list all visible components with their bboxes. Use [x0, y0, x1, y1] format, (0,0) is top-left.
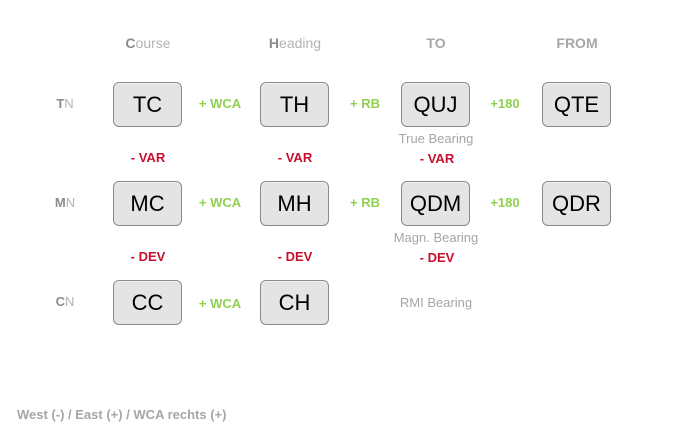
box-th: TH [260, 82, 329, 127]
row-label-cn: CN [55, 294, 75, 309]
box-quj: QUJ [401, 82, 470, 127]
op-dev-heading: - DEV [277, 249, 313, 264]
op-180-tn: +180 [490, 96, 520, 111]
op-var-course: - VAR [130, 150, 166, 165]
row-label-tn: TN [56, 96, 74, 111]
op-var-heading: - VAR [277, 150, 313, 165]
header-to: TO [426, 35, 446, 51]
op-wca-cn: + WCA [198, 296, 242, 311]
op-dev-to: - DEV [419, 250, 455, 265]
caption-magn-bearing: Magn. Bearing [393, 230, 479, 245]
row-label-mn: MN [54, 195, 76, 210]
op-wca-mn: + WCA [198, 195, 242, 210]
header-course: Course [125, 35, 171, 51]
box-qdr: QDR [542, 181, 611, 226]
box-qte: QTE [542, 82, 611, 127]
op-dev-course: - DEV [130, 249, 166, 264]
box-tc: TC [113, 82, 182, 127]
box-cc: CC [113, 280, 182, 325]
header-heading: Heading [268, 35, 322, 51]
op-rb-mn: + RB [350, 195, 380, 210]
caption-true-bearing: True Bearing [398, 131, 474, 146]
op-rb-tn: + RB [350, 96, 380, 111]
op-wca-tn: + WCA [198, 96, 242, 111]
op-var-to: - VAR [419, 151, 455, 166]
box-mc: MC [113, 181, 182, 226]
box-mh: MH [260, 181, 329, 226]
header-from: FROM [556, 35, 598, 51]
box-qdm: QDM [401, 181, 470, 226]
caption-rmi-bearing: RMI Bearing [399, 295, 473, 310]
op-180-mn: +180 [490, 195, 520, 210]
footer-note: West (-) / East (+) / WCA rechts (+) [17, 407, 227, 422]
box-ch: CH [260, 280, 329, 325]
